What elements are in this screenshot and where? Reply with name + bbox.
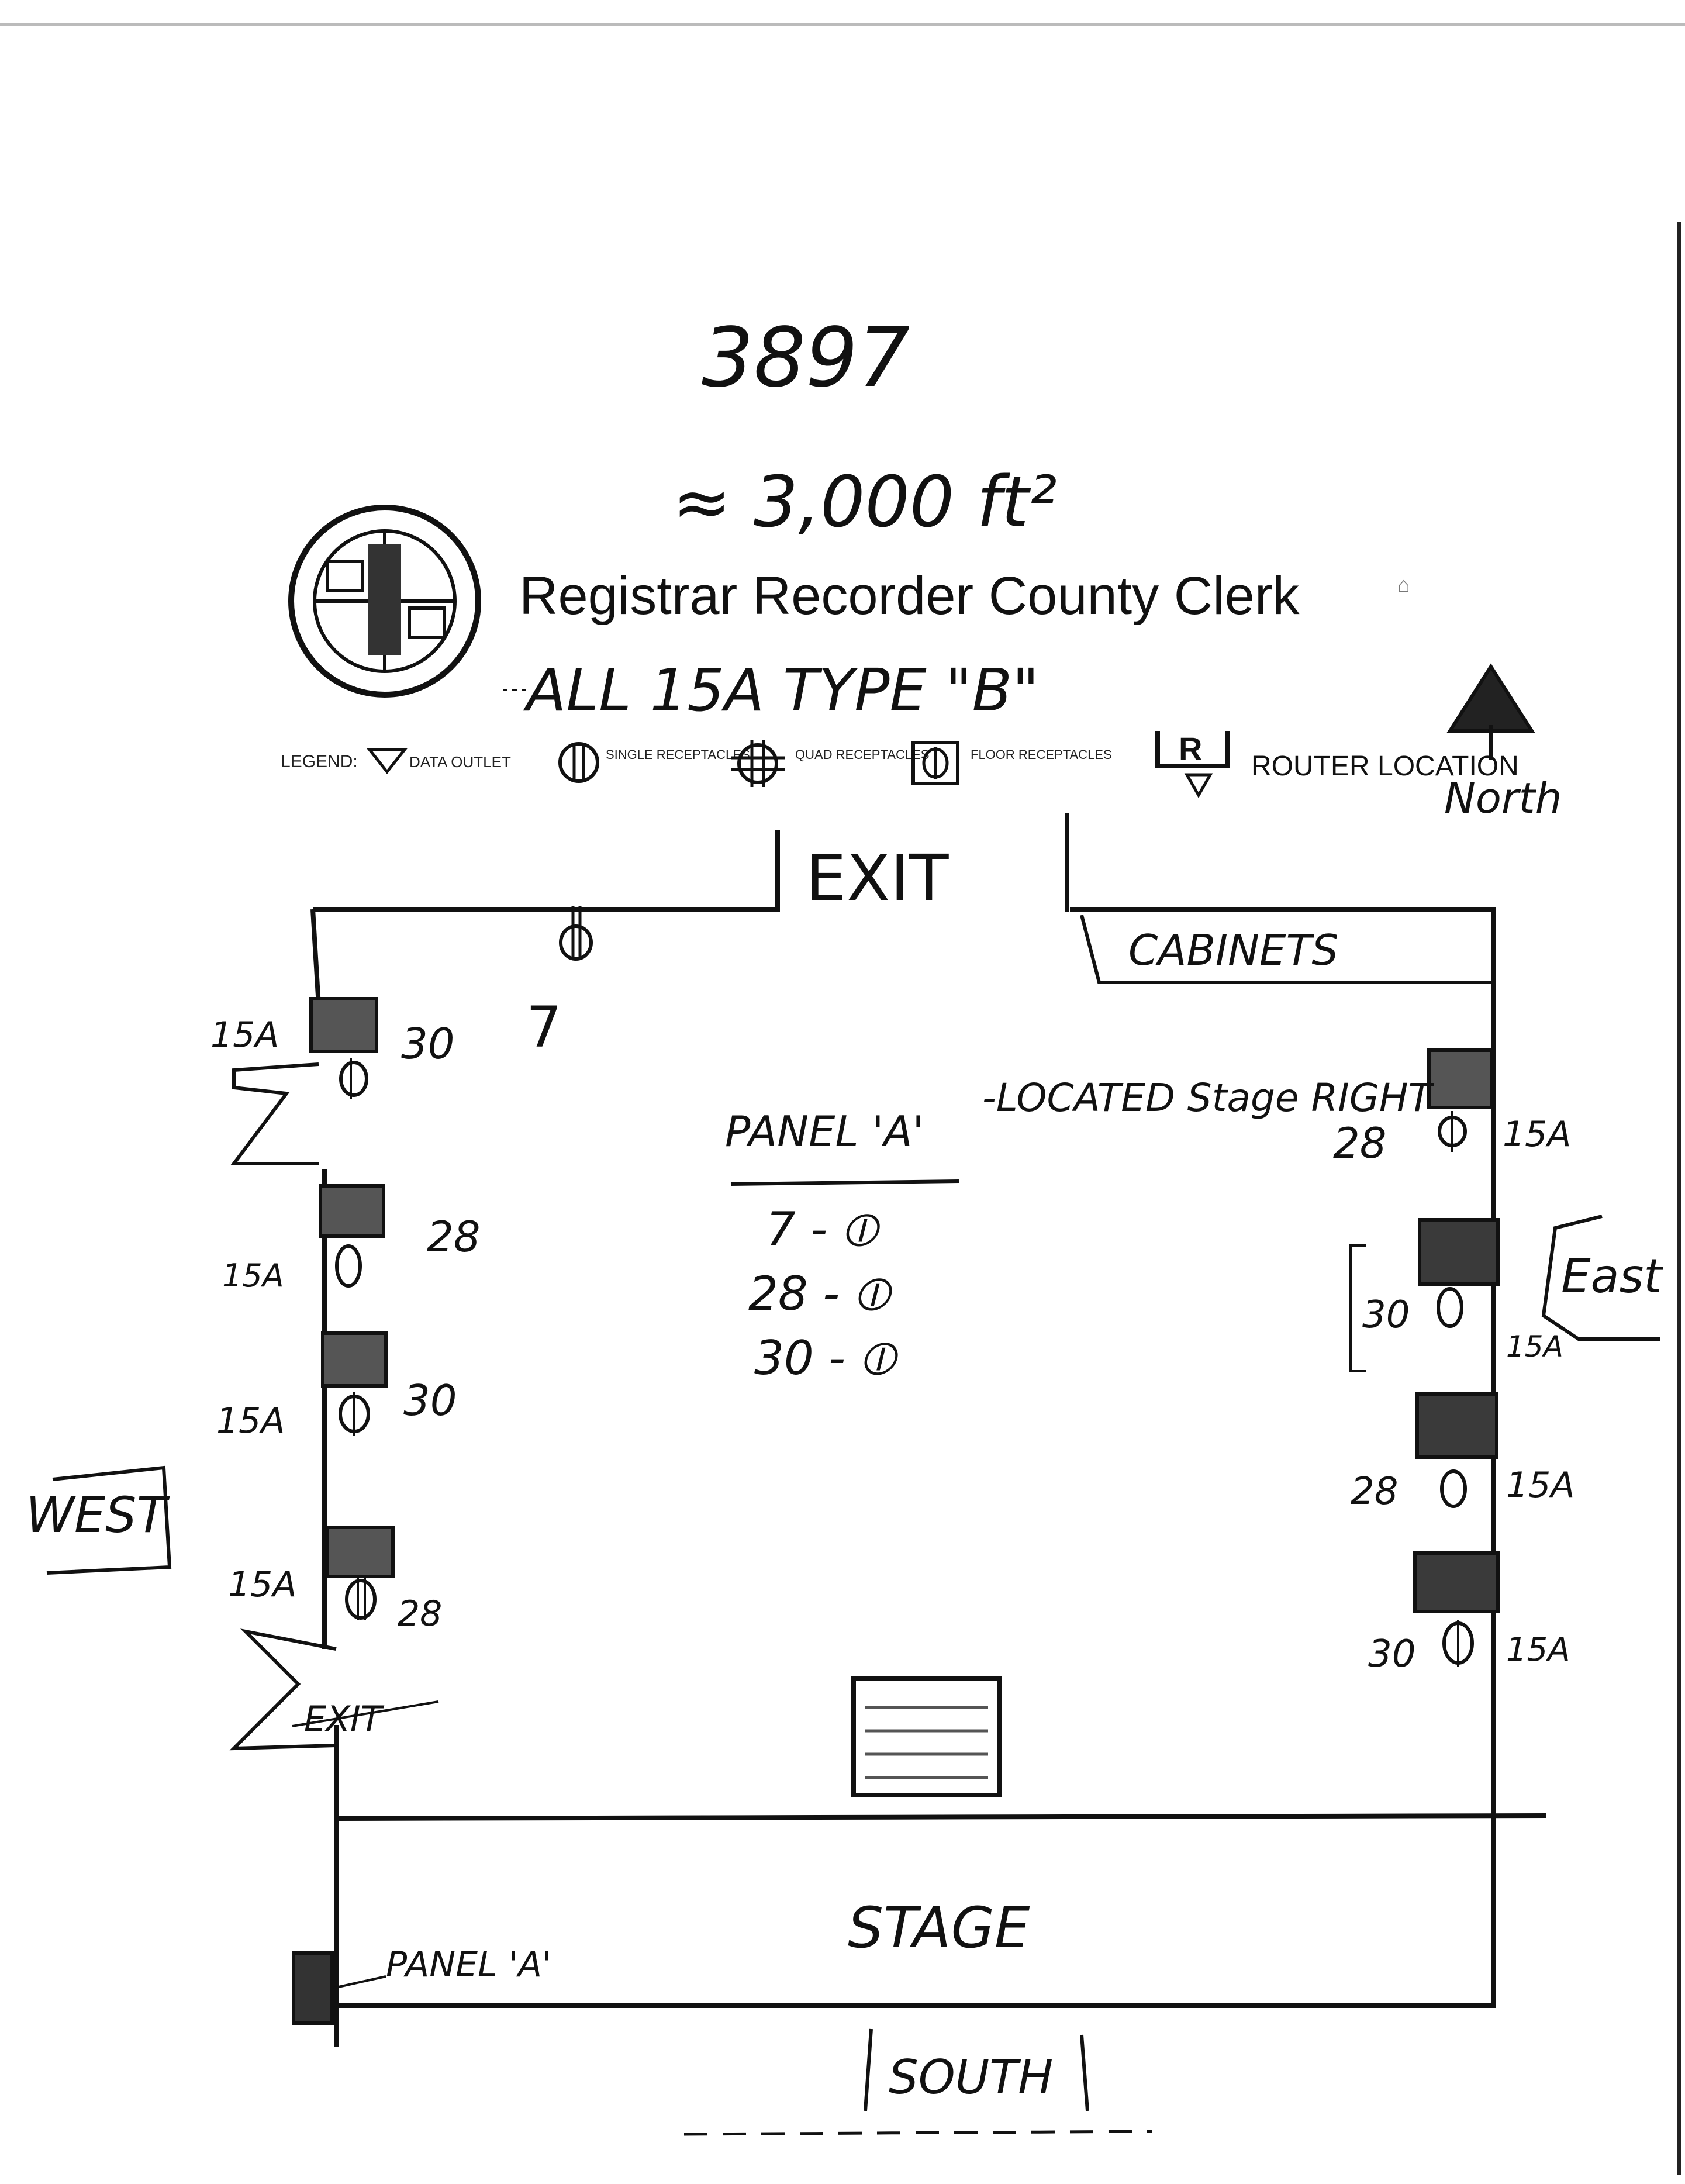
west-label: WEST: [26, 1486, 170, 1544]
legend-data-outlet: DATA OUTLET: [409, 753, 511, 771]
west-outlet-1-circuit: 30: [401, 1019, 455, 1068]
org-title: Registrar Recorder County Clerk: [519, 566, 1300, 626]
top-outlet-circuit: 7: [526, 995, 562, 1060]
west-outlet-3-circuit: 30: [403, 1376, 457, 1425]
east-quad-3: [1415, 1392, 1498, 1459]
north-arrow-icon: [1446, 663, 1535, 760]
west-outlets: 15A 30 15A 28 15A 30 15A 28: [210, 997, 481, 1634]
title-mark-icon: ⌂: [1397, 572, 1410, 596]
west-door-upper: [230, 1062, 319, 1165]
area-label: ≈ 3,000 ft²: [672, 462, 1057, 543]
router-icon: R: [1155, 730, 1230, 799]
county-seal-icon: [288, 505, 481, 698]
top-outlet: [559, 906, 593, 961]
panel-a-box: [292, 1951, 334, 2025]
panel-note-row-1: 7 - ⦶: [766, 1202, 882, 1257]
west-outlet-3-amp: 15A: [216, 1400, 285, 1441]
north-label: North: [1444, 774, 1562, 823]
data-outlet-icon: [366, 748, 408, 775]
west-quad-4: [326, 1526, 395, 1578]
east-outlet-2-amp: 15A: [1506, 1330, 1563, 1364]
east-outlet-1-circuit: 28: [1333, 1119, 1387, 1168]
east-label: East: [1561, 1249, 1663, 1303]
legend-label: LEGEND:: [281, 752, 358, 771]
cabinets: CABINETS: [1080, 915, 1491, 984]
east-outlet-1-amp: 15A: [1503, 1114, 1571, 1155]
panel-note-title: PANEL 'A': [725, 1107, 924, 1156]
bottom-dash-line: [683, 2130, 1152, 2136]
west-quad-1: [309, 997, 378, 1053]
panel-note-row-3: 30 - ⦶: [754, 1331, 900, 1385]
legend-single-receptacles: SINGLE RECEPTACLES: [606, 747, 750, 762]
panel-note: PANEL 'A' -LOCATED Stage RIGHT 7 - ⦶ 28 …: [725, 1075, 1435, 1385]
quad-receptacle-icon: [731, 740, 785, 787]
single-receptacle-icon: [558, 742, 599, 783]
west-quad-2: [319, 1184, 385, 1238]
east-outlets: 15A 28 15A 30 15A 28 15A 30: [1333, 1048, 1574, 1676]
floor-box: [851, 1676, 1002, 1797]
legend: LEGEND: DATA OUTLET SINGLE RECEPTACLES Q…: [281, 730, 1519, 799]
west-outlet-4-amp: 15A: [228, 1564, 296, 1605]
west-outlet-2-circuit: 28: [427, 1212, 481, 1261]
floor-receptacle-icon: [911, 741, 959, 785]
east-label-box: [1541, 1215, 1660, 1341]
west-quad-3: [321, 1331, 388, 1388]
legend-floor-receptacles: FLOOR RECEPTACLES: [971, 747, 1112, 762]
east-outlet-4-amp: 15A: [1506, 1631, 1570, 1669]
west-outlet-4-circuit: 28: [398, 1593, 442, 1634]
west-outlet-1-amp: 15A: [210, 1015, 279, 1055]
legend-quad-receptacles: QUAD RECEPTACLES: [795, 747, 929, 762]
svg-text:R: R: [1179, 730, 1202, 767]
legend-router-location: ROUTER LOCATION: [1251, 751, 1519, 782]
south-label-box: [864, 2028, 1089, 2111]
west-exit-door: [229, 1628, 337, 1751]
exit-left-label: EXIT: [304, 1699, 385, 1740]
panel-note-row-2: 28 - ⦶: [748, 1267, 894, 1321]
west-label-box: [46, 1465, 172, 1575]
east-quad-2: [1418, 1218, 1500, 1286]
circuit-note: ALL 15A TYPE "B": [523, 656, 1039, 724]
doc-number: 3897: [702, 310, 910, 406]
south-label: SOUTH: [889, 2050, 1053, 2104]
east-outlet-2-circuit: 30: [1362, 1293, 1410, 1337]
stage-label: STAGE: [848, 1895, 1030, 1961]
exit-top-label: EXIT: [806, 841, 949, 916]
east-outlet-3-circuit: 28: [1351, 1470, 1398, 1513]
east-outlet-3-amp: 15A: [1506, 1465, 1574, 1506]
west-outlet-2-amp: 15A: [222, 1257, 284, 1294]
panel-a-label: PANEL 'A': [386, 1944, 552, 1985]
east-quad-1: [1427, 1048, 1494, 1109]
east-quad-4: [1413, 1551, 1500, 1613]
panel-note-location: -LOCATED Stage RIGHT: [982, 1075, 1435, 1120]
east-outlet-4-circuit: 30: [1368, 1633, 1415, 1676]
cabinets-label: CABINETS: [1128, 926, 1338, 975]
